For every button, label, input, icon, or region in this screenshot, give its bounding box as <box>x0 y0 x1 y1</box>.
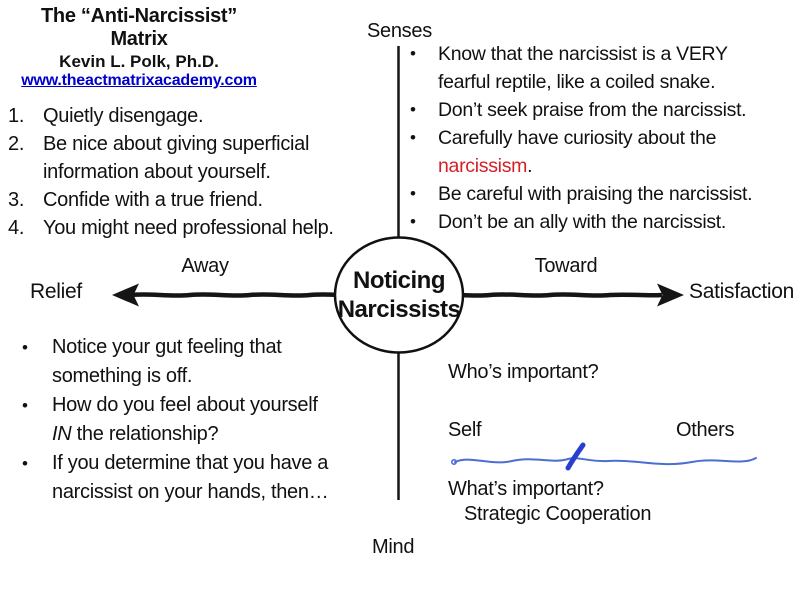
whats-important-label: What’s important? <box>448 478 604 500</box>
bullet-icon: • <box>410 128 416 147</box>
highlighted-word: narcissism <box>438 155 528 177</box>
item-text: Be careful with praising the narcissist. <box>438 183 753 205</box>
list-item: • Notice your gut feeling that something… <box>22 333 328 391</box>
slide-title-line1: The “Anti-Narcissist” <box>41 5 237 27</box>
list-item: • How do you feel about yourself IN the … <box>22 391 328 449</box>
axis-label-away: Away <box>181 255 229 277</box>
italic-word: IN <box>52 423 72 445</box>
axis-label-toward: Toward <box>534 255 598 277</box>
scribble-line <box>454 457 757 466</box>
title-block: The “Anti-Narcissist” Matrix Kevin L. Po… <box>0 5 278 90</box>
item-text: information about yourself. <box>43 161 271 183</box>
item-number: 3. <box>8 189 25 211</box>
list-item: • Know that the narcissist is a VERY fea… <box>410 40 752 96</box>
item-text: Don’t seek praise from the narcissist. <box>438 99 747 121</box>
center-circle-label: Noticing Narcissists <box>338 266 461 324</box>
bottom-left-bullet-list: • Notice your gut feeling that something… <box>22 333 329 507</box>
axis-label-mind: Mind <box>372 536 415 558</box>
item-text: IN the relationship? <box>52 420 318 449</box>
item-text: narcissist on your hands, then… <box>52 481 329 503</box>
list-item: 1. Quietly disengage. <box>8 102 334 130</box>
others-label: Others <box>676 419 735 441</box>
item-text: Don’t be an ally with the narcissist. <box>438 211 727 233</box>
list-item: 4. You might need professional help. <box>8 214 334 242</box>
item-number: 2. <box>8 133 25 155</box>
scribble-slash <box>565 442 586 471</box>
item-text: Notice your gut feeling that <box>52 336 282 358</box>
axis-label-senses: Senses <box>367 20 432 42</box>
bullet-icon: • <box>410 184 416 203</box>
list-item: • Be careful with praising the narcissis… <box>410 180 753 208</box>
bullet-icon: • <box>22 454 28 473</box>
list-item: 3. Confide with a true friend. <box>8 186 334 214</box>
item-text: something is off. <box>52 365 193 387</box>
bullet-icon: • <box>410 100 416 119</box>
item-text: Quietly disengage. <box>43 105 204 127</box>
left-arrowhead-icon <box>112 283 139 307</box>
axis-label-satisfaction: Satisfaction <box>689 280 794 303</box>
item-text: Be nice about giving superficial <box>43 133 310 155</box>
self-label: Self <box>448 419 482 441</box>
list-item: • Don’t be an ally with the narcissist. <box>410 208 752 236</box>
center-label-line2: Narcissists <box>337 296 461 323</box>
item-number: 4. <box>8 217 25 239</box>
list-item: • Carefully have curiosity about the nar… <box>410 124 752 180</box>
bullet-icon: • <box>410 212 416 231</box>
list-item: • If you determine that you have a narci… <box>22 449 329 507</box>
item-text: . <box>527 155 533 177</box>
item-text: How do you feel about yourself <box>52 394 318 416</box>
top-right-bullet-list: • Know that the narcissist is a VERY fea… <box>410 40 753 236</box>
item-text: fearful reptile, like a coiled snake. <box>438 71 716 93</box>
strategy-label: Strategic Cooperation <box>464 503 652 525</box>
list-item: 2. Be nice about giving superficial info… <box>8 130 334 186</box>
center-circle <box>333 236 465 354</box>
bullet-icon: • <box>410 44 416 63</box>
item-text: Know that the narcissist is a VERY <box>438 43 728 65</box>
item-text: If you determine that you have a <box>52 452 329 474</box>
top-left-numbered-list: 1. Quietly disengage. 2. Be nice about g… <box>8 102 334 242</box>
item-number: 1. <box>8 105 25 127</box>
list-item: • Don’t seek praise from the narcissist. <box>410 96 752 124</box>
item-text: You might need professional help. <box>43 217 334 239</box>
whos-important-label: Who’s important? <box>448 361 599 383</box>
item-text: the relationship? <box>71 423 219 445</box>
item-text: narcissism. <box>438 152 716 180</box>
slide-title-line2: Matrix <box>110 28 168 50</box>
axis-label-relief: Relief <box>30 280 82 303</box>
item-text: Confide with a true friend. <box>43 189 263 211</box>
bullet-icon: • <box>22 396 28 415</box>
website-link[interactable]: www.theactmatrixacademy.com <box>21 72 257 89</box>
bullet-icon: • <box>22 338 28 357</box>
center-label-line1: Noticing <box>353 267 445 294</box>
author-name: Kevin L. Polk, Ph.D. <box>59 52 219 71</box>
item-text: Carefully have curiosity about the <box>438 127 717 149</box>
right-arrowhead-icon <box>657 283 684 307</box>
